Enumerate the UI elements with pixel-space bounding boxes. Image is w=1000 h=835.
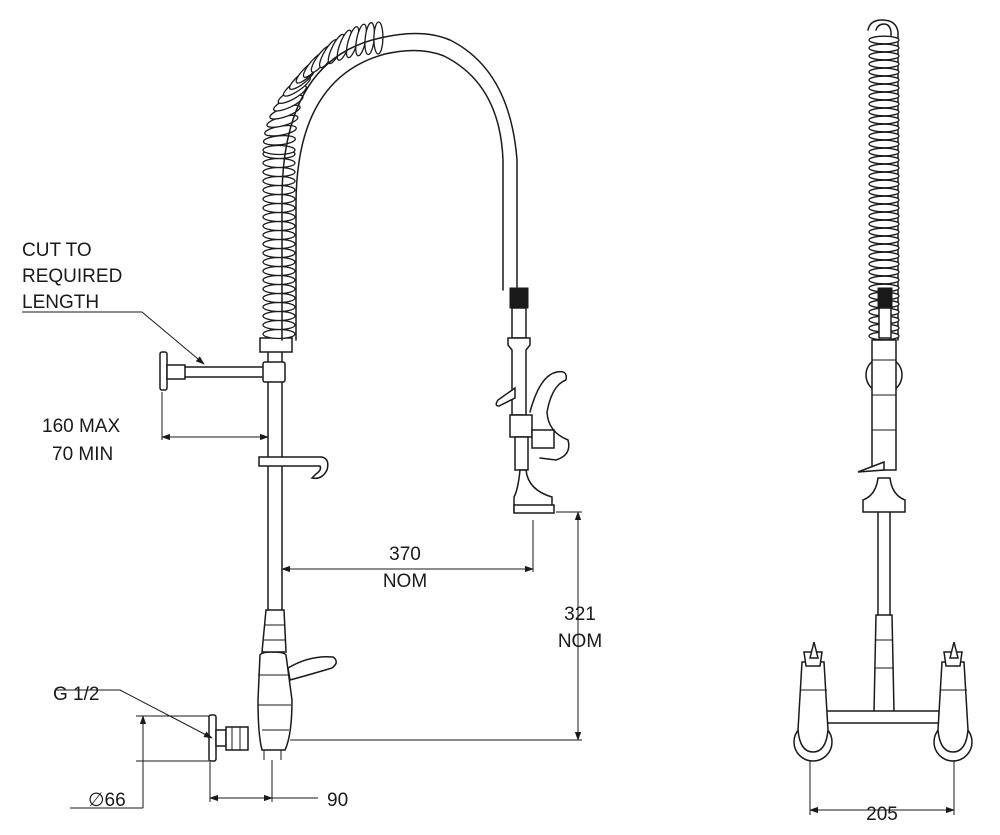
- spray-gun-body: [507, 337, 531, 416]
- dim321-value: 321: [564, 604, 596, 625]
- dimensions: [22, 311, 955, 815]
- dim370-unit: NOM: [383, 571, 427, 592]
- inlet-connector: [215, 729, 227, 747]
- spring-coil: [262, 21, 384, 340]
- pre-rinse-hose: [281, 32, 518, 341]
- spray-trigger: [495, 386, 516, 407]
- front-left-valve: [797, 661, 829, 753]
- cut-leader: [22, 311, 205, 365]
- front-right-valve: [937, 661, 969, 753]
- dim370-value: 370: [389, 544, 421, 565]
- valve-body: [257, 651, 293, 751]
- hose-grip-band: [509, 287, 529, 309]
- cut-label-line3: LENGTH: [22, 292, 99, 313]
- front-cross-bar: [822, 710, 940, 724]
- bracket-clamp: [262, 361, 286, 383]
- dim90-label: 90: [327, 790, 348, 811]
- side-view: [159, 21, 570, 762]
- front-spray-head: [862, 477, 906, 513]
- riser-upper-sleeve: [261, 609, 287, 653]
- thread-leader: [55, 689, 213, 739]
- dim205-label: 205: [866, 804, 898, 825]
- labels: CUT TO REQUIRED LENGTH 160 MAX 70 MIN 37…: [22, 240, 898, 825]
- bracket-wall-plate: [159, 351, 168, 391]
- dim321-unit: NOM: [558, 631, 602, 652]
- spray-handle: [529, 370, 570, 461]
- thread-label: G 1/2: [53, 684, 99, 705]
- max-label: 160 MAX: [42, 416, 120, 437]
- front-view: [793, 19, 973, 762]
- valve-lever: [287, 655, 337, 681]
- cut-label-line1: CUT TO: [22, 240, 92, 261]
- min-label: 70 MIN: [52, 444, 113, 465]
- diameter-label: ∅66: [88, 790, 126, 811]
- hook-clip: [258, 456, 329, 480]
- front-hose-top: [867, 19, 899, 341]
- front-spray-gun: [871, 339, 897, 471]
- inlet-flange: [208, 714, 217, 762]
- cut-label-line2: REQUIRED: [22, 266, 122, 287]
